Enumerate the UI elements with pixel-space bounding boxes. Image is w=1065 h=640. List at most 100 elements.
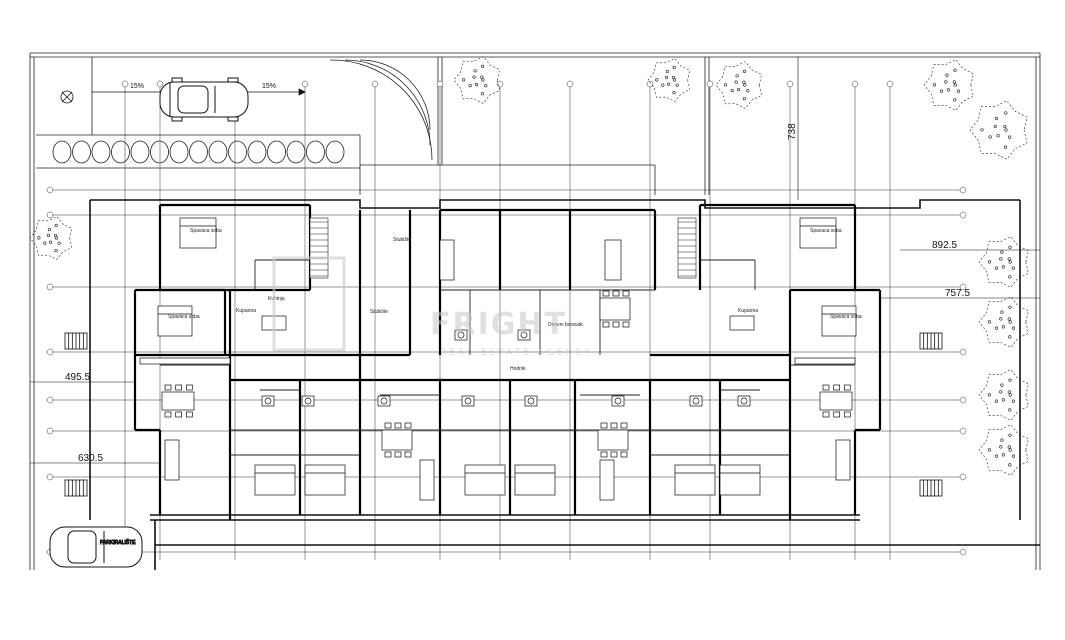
tree-foliage-dot — [988, 135, 992, 139]
chair — [620, 422, 628, 429]
chair — [822, 411, 830, 418]
tree-foliage-dot — [735, 74, 739, 78]
grid-bubble — [959, 186, 967, 194]
tree-foliage-dot — [48, 240, 53, 244]
chair — [620, 451, 628, 458]
room-label-bedroom-4: Spavaca soba — [830, 314, 862, 320]
room-label-stair-2: Stubište — [370, 309, 388, 315]
tree-foliage-dot — [980, 128, 984, 132]
tree-foliage-dot — [994, 454, 999, 458]
chair — [185, 411, 193, 418]
tree-foliage-dot — [671, 75, 676, 80]
room-label-kitchen: Kuhinja — [268, 296, 285, 302]
kitchen-counter — [729, 315, 755, 331]
chair — [602, 321, 610, 328]
tree-foliage-dot — [932, 83, 937, 87]
kitchen-counter — [139, 357, 231, 365]
tree-foliage-dot — [987, 393, 992, 397]
fixture-bowl — [740, 397, 748, 405]
dimension-lines — [30, 57, 1040, 464]
grid-bubble — [959, 427, 967, 435]
interior-walls — [133, 203, 882, 520]
hedge-bush — [228, 140, 247, 164]
tree-foliage-dot — [1007, 445, 1011, 449]
partition-walls — [160, 259, 855, 456]
chair — [175, 384, 183, 391]
tree-foliage-dot — [1008, 275, 1012, 279]
tree-foliage-dot — [468, 83, 472, 88]
grid-bubble — [959, 211, 967, 219]
sofa — [599, 459, 615, 501]
tree-foliage-dot — [1001, 398, 1006, 402]
hedge-bush — [189, 140, 208, 164]
sofa — [835, 439, 851, 481]
tree-foliage-dot — [46, 233, 51, 237]
tree-foliage-dot — [994, 326, 999, 330]
dining-table — [597, 429, 629, 451]
grid-bubble — [959, 283, 967, 291]
tree-foliage-dot — [666, 82, 671, 86]
tree-foliage-dot — [736, 87, 741, 92]
driveway-curve — [329, 59, 433, 161]
room-label-living: Dnevni boravak — [548, 322, 583, 328]
tree-foliage-dot — [1008, 305, 1012, 309]
tree-foliage-dot — [1001, 265, 1006, 269]
tree-foliage-dot — [994, 116, 999, 121]
grid-bubble — [959, 396, 967, 404]
road-slope-left: 15% — [130, 83, 144, 90]
tree-foliage-dot — [1003, 145, 1008, 149]
chair — [384, 451, 392, 458]
car-bottom: PARKIRALIŠTE — [49, 526, 143, 568]
tree-foliage-dot — [1008, 463, 1012, 467]
tree-foliage-dot — [944, 80, 948, 84]
grid-bubble — [436, 80, 444, 88]
tree-foliage-dot — [54, 223, 58, 228]
tree-foliage-dot — [1008, 408, 1012, 412]
tree-foliage-dot — [1008, 393, 1012, 397]
hedge-bush — [286, 140, 306, 164]
fixture-bowl — [692, 397, 700, 405]
chair — [394, 422, 402, 429]
tree-foliage-dot — [54, 249, 58, 253]
chair — [833, 411, 841, 418]
hedge-bush — [247, 140, 267, 164]
tree-foliage-dot — [481, 64, 485, 68]
watermark-text: FRIGHT — [430, 307, 567, 342]
hedge-bush — [150, 140, 169, 164]
tree-canopy — [29, 216, 73, 260]
grid-bubble — [786, 80, 794, 88]
bed — [254, 464, 296, 496]
tree-foliage-dot — [1007, 257, 1011, 261]
tree-foliage-dot — [956, 89, 961, 93]
chair — [843, 384, 851, 391]
tree-foliage-dot — [999, 390, 1003, 394]
dimension-738: 738 — [787, 123, 798, 140]
tree-canopy — [978, 296, 1029, 348]
dining-table — [381, 429, 413, 451]
tree-foliage-dot — [734, 80, 738, 84]
bed — [821, 305, 857, 337]
chair — [843, 411, 851, 418]
tree-foliage-dot — [1007, 317, 1011, 321]
tree-foliage-dot — [742, 97, 747, 101]
grid-bubble — [959, 348, 967, 356]
grid-bubble — [46, 473, 54, 481]
tree-foliage-dot — [57, 241, 61, 245]
tree-foliage-dot — [999, 257, 1003, 261]
tree-foliage-dot — [672, 65, 676, 70]
tree-foliage-dot — [1004, 128, 1008, 132]
grid-bubble — [46, 396, 54, 404]
tree-foliage-dot — [664, 75, 669, 79]
tree-canopy — [647, 58, 691, 102]
room-label-bath-1: Kupaona — [236, 308, 256, 314]
tree-foliage-dot — [743, 83, 747, 87]
tree-foliage-dot — [999, 445, 1003, 449]
tree-canopy — [978, 424, 1029, 476]
chair — [175, 411, 183, 418]
hedge-bush — [72, 140, 91, 164]
hedge-bush — [91, 140, 111, 164]
tree-foliage-dot — [661, 83, 665, 87]
grid-bubble — [301, 80, 309, 88]
tree-foliage-dot — [1008, 433, 1012, 437]
